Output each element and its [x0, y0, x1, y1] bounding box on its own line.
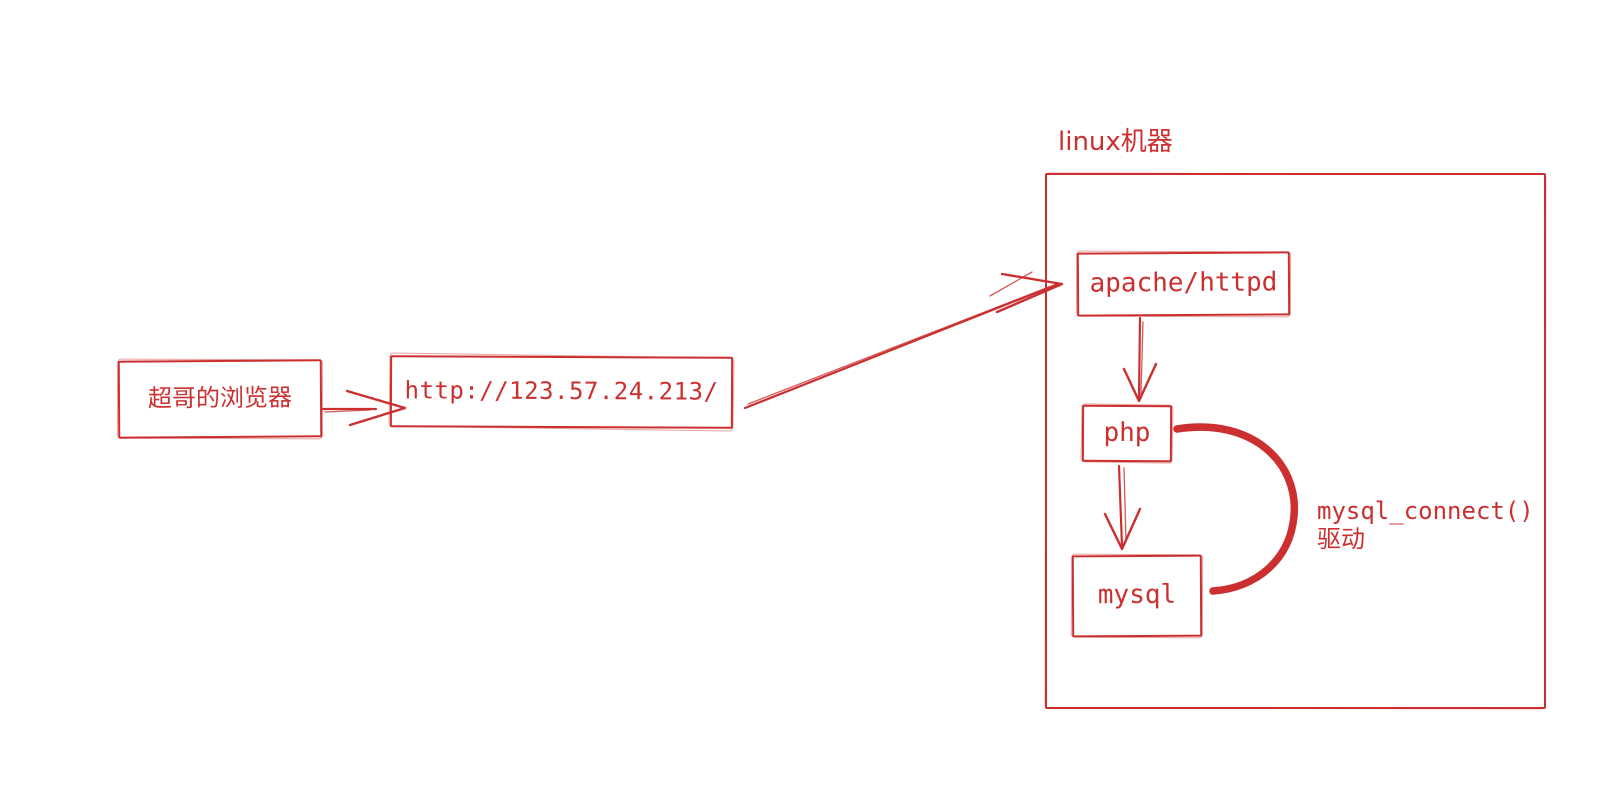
php-node-label: php: [1103, 417, 1151, 448]
apache-node-label: apache/httpd: [1089, 267, 1278, 299]
php-node: php: [1081, 404, 1173, 463]
browser-node: 超哥的浏览器: [117, 359, 323, 439]
url-node: http://123.57.24.213/: [389, 355, 734, 429]
linux-machine-box: [1045, 173, 1546, 709]
linux-machine-label: linux机器: [1058, 127, 1173, 157]
apache-node: apache/httpd: [1076, 251, 1291, 317]
url-node-label: http://123.57.24.213/: [404, 376, 719, 406]
mysql-node: mysql: [1071, 554, 1203, 638]
arrow-url-to-apache: [743, 271, 1064, 410]
mysql-connect-annotation-line2: 驱动: [1317, 524, 1365, 553]
browser-node-label: 超哥的浏览器: [147, 383, 293, 413]
mysql-connect-annotation: mysql_connect() 驱动: [1317, 497, 1534, 553]
mysql-connect-annotation-line1: mysql_connect(): [1317, 497, 1534, 525]
mysql-node-label: mysql: [1097, 579, 1177, 611]
